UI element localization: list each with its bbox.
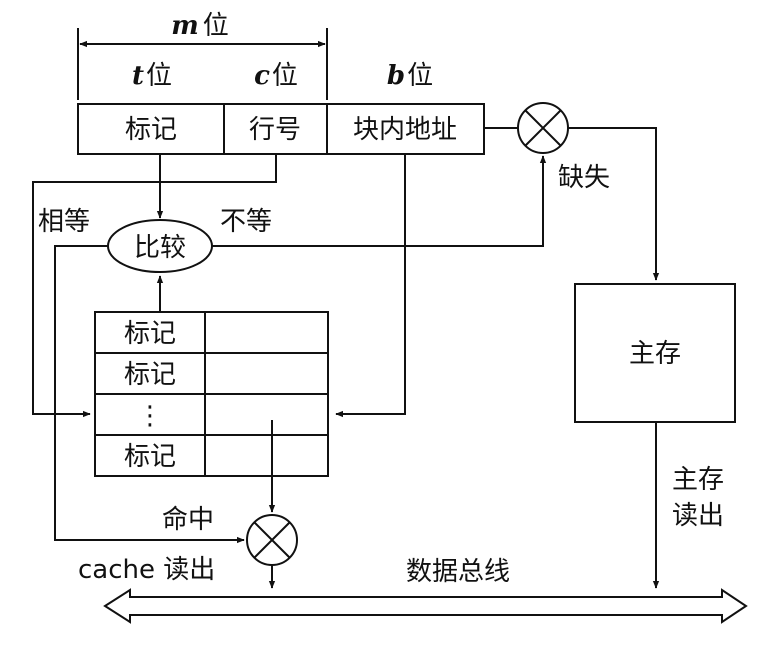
cache-row-tag: 标记 bbox=[124, 442, 176, 472]
tag-field: 标记 bbox=[125, 115, 177, 145]
equal-label: 相等 bbox=[38, 207, 90, 237]
main-memory-read-line2: 读出 bbox=[672, 501, 724, 531]
equal-to-hit-arrow bbox=[54, 245, 245, 544]
miss-label: 缺失 bbox=[558, 163, 610, 193]
not-equal-label: 不等 bbox=[220, 207, 272, 237]
cache-row-ellipsis: ⋮ bbox=[137, 401, 163, 431]
cache-table: 标记 标记 ⋮ 标记 bbox=[94, 311, 329, 477]
cache-row-tag: 标记 bbox=[124, 360, 176, 390]
data-bus-label: 数据总线 bbox=[406, 557, 510, 587]
cache-read-label: cache 读出 bbox=[78, 555, 215, 585]
b-bit-label: b位 bbox=[387, 61, 433, 91]
c-bit-label: c位 bbox=[254, 61, 298, 91]
compare-label: 比较 bbox=[134, 233, 186, 263]
block-offset-field: 块内地址 bbox=[353, 115, 457, 145]
main-memory-label: 主存 bbox=[629, 339, 681, 369]
main-memory-read-line1: 主存 bbox=[672, 465, 724, 495]
address-register: 标记 行号 块内地址 bbox=[77, 103, 485, 155]
hit-label: 命中 bbox=[162, 505, 214, 535]
miss-gate-symbol bbox=[517, 102, 569, 154]
hit-gate-symbol bbox=[246, 514, 298, 566]
cache-row-tag: 标记 bbox=[124, 319, 176, 349]
miss-to-memory-arrow bbox=[568, 127, 660, 281]
comparator: 比较 bbox=[107, 219, 213, 273]
line-number-field: 行号 bbox=[249, 115, 301, 145]
offset-to-cache-arrow bbox=[335, 154, 406, 418]
line-number-to-cache-arrow bbox=[32, 154, 277, 418]
data-bus bbox=[103, 588, 748, 624]
not-equal-to-miss-arrow bbox=[212, 155, 547, 247]
main-memory-box: 主存 bbox=[574, 283, 736, 423]
t-bit-label: t位 bbox=[132, 61, 172, 91]
